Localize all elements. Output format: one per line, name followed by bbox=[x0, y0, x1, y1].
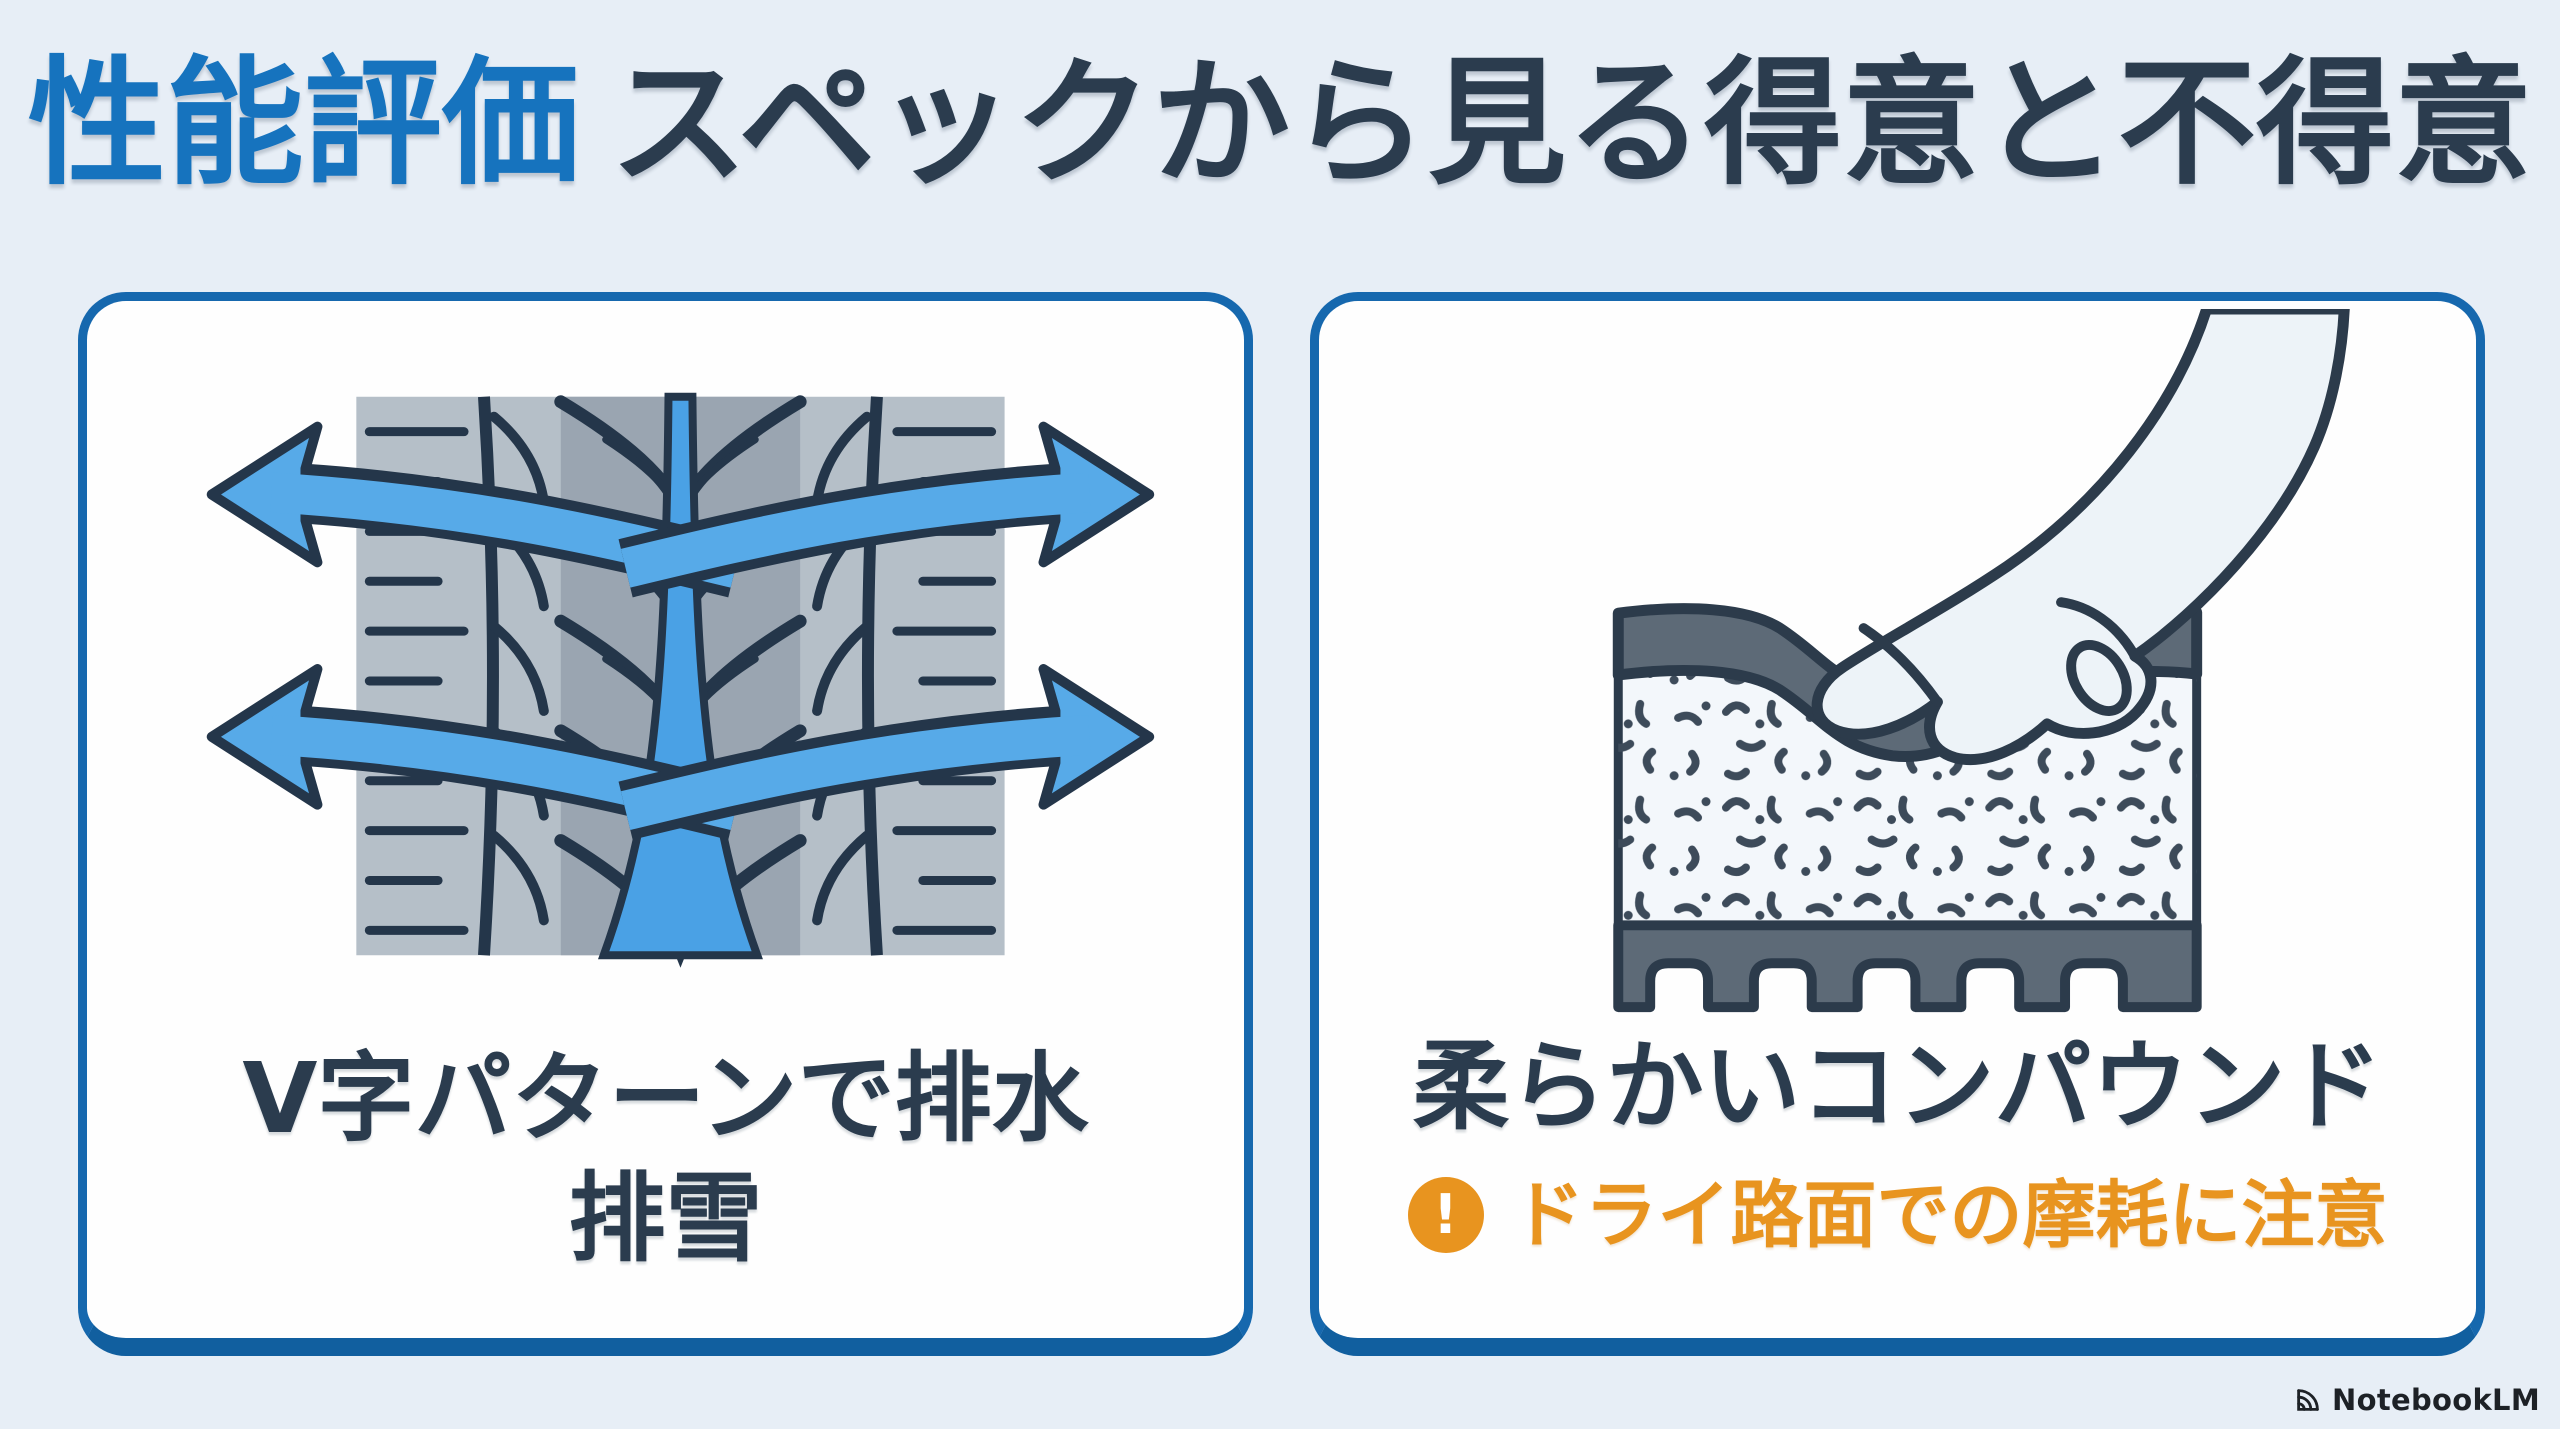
card-compound: 柔らかいコンパウンド ! ドライ路面での摩耗に注意 bbox=[1310, 292, 2485, 1356]
compound-warning-text: ドライ路面での摩耗に注意 bbox=[1511, 1172, 2388, 1258]
exclamation-mark: ! bbox=[1433, 1183, 1458, 1247]
exclamation-circle-icon: ! bbox=[1407, 1177, 1484, 1254]
card-drainage-caption: V字パターンで排水 排雪 bbox=[242, 1039, 1088, 1280]
compound-warning: ! ドライ路面での摩耗に注意 bbox=[1407, 1172, 2388, 1258]
card-drainage: V字パターンで排水 排雪 bbox=[78, 292, 1253, 1356]
card-drainage-caption-line1: V字パターンで排水 bbox=[242, 1042, 1089, 1155]
card-drainage-caption-line2: 排雪 bbox=[568, 1162, 763, 1276]
page-title-highlight: 性能評価 bbox=[27, 43, 580, 204]
page-title-main: スペックから見る得意と不得意 bbox=[609, 43, 2533, 204]
card-compound-caption: 柔らかいコンパウンド bbox=[1412, 1030, 2383, 1143]
pressing-hand bbox=[1811, 309, 2350, 765]
notebooklm-logo-text: NotebookLM bbox=[2332, 1383, 2540, 1417]
drainage-arrow-upper-right bbox=[618, 421, 1155, 598]
tire-tread-illustration bbox=[206, 392, 1155, 968]
notebooklm-logo: NotebookLM bbox=[2293, 1383, 2540, 1417]
compound-bottom-band bbox=[1613, 920, 2202, 1013]
notebooklm-icon bbox=[2297, 1389, 2319, 1411]
drainage-arrow-lower-right bbox=[618, 664, 1155, 840]
soft-compound-illustration bbox=[1612, 309, 2350, 1013]
page-title: 性能評価スペックから見る得意と不得意 bbox=[0, 34, 2560, 213]
